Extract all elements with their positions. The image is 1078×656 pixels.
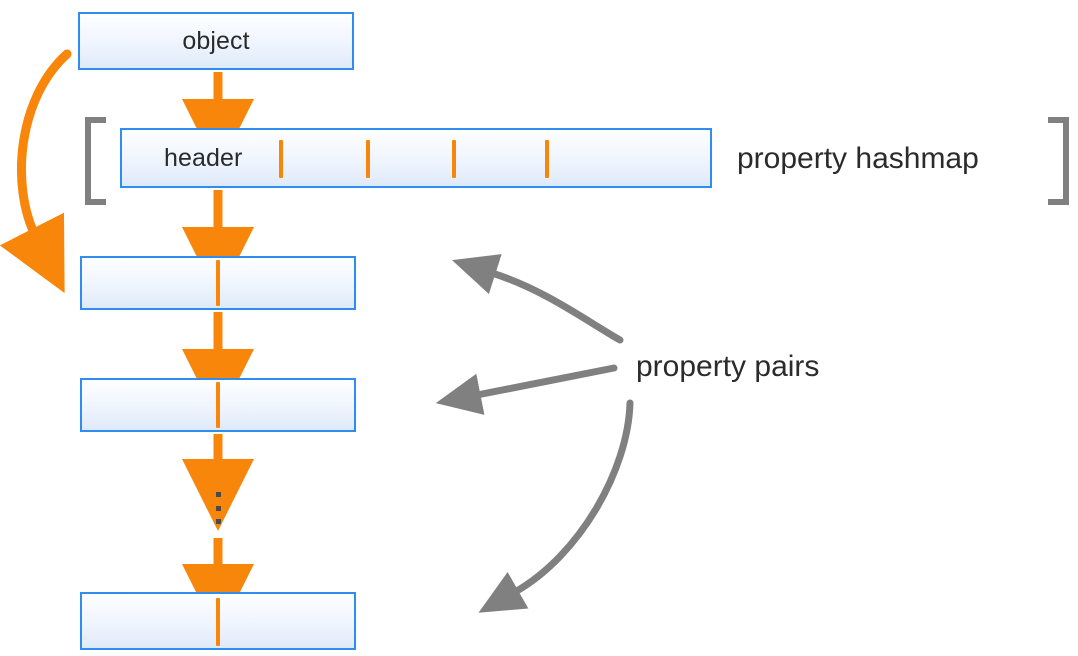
pair-1-link-marker: [216, 260, 220, 306]
node-header-label: header: [164, 143, 243, 172]
pairs-callout-arrow-middle: [435, 364, 618, 415]
annotation-property-hashmap: property hashmap: [737, 142, 979, 175]
annotation-property-pairs: property pairs: [636, 350, 820, 383]
hashmap-slot-divider-1: [279, 140, 283, 178]
node-object-label: object: [182, 26, 250, 55]
pairs-callout-arrow-lower: [478, 399, 634, 613]
pairs-callout-arrow-upper: [452, 254, 624, 344]
pair-last-link-marker: [216, 598, 220, 646]
ellipsis-dot-2: [216, 506, 221, 511]
object-to-first-pair-curved-arrow: [0, 49, 72, 294]
node-property-hashmap[interactable]: header: [120, 128, 712, 188]
hashmap-bracket-right: [1048, 117, 1069, 205]
hashmap-slot-divider-2: [366, 140, 370, 178]
hashmap-slot-divider-4: [545, 140, 549, 178]
hashmap-slot-divider-3: [452, 140, 456, 178]
pair-2-link-marker: [216, 382, 220, 428]
ellipsis-dot-3: [216, 519, 221, 524]
hashmap-bracket-left: [85, 117, 106, 205]
node-object[interactable]: object: [78, 12, 354, 70]
ellipsis-dot-1: [216, 492, 221, 497]
